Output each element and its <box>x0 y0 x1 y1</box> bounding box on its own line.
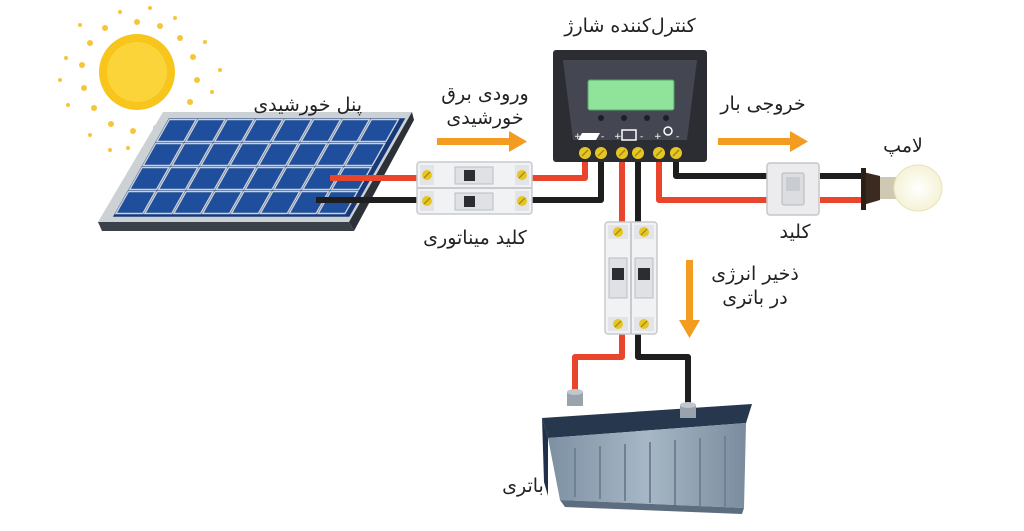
mini-breaker-solar <box>416 161 533 215</box>
wires-panel-to-breaker <box>316 175 420 203</box>
mini-breaker-battery <box>604 221 658 335</box>
switch-icon <box>766 162 820 216</box>
lamp-icon <box>861 164 943 212</box>
solar-input-label-line2: خورشیدی <box>446 107 524 129</box>
solar-input-label: ورودی برق خورشیدی <box>420 82 550 130</box>
solar-panel-icon <box>98 112 414 231</box>
battery-storage-label-line1: ذخیر انرژی <box>711 263 799 285</box>
svg-text:-: - <box>601 132 604 142</box>
charge-controller-label: کنترل‌کننده شارژ <box>564 15 696 37</box>
sun-icon <box>58 6 222 152</box>
charge-controller-icon: +- +- +- <box>553 50 707 162</box>
svg-text:-: - <box>640 132 643 142</box>
battery-storage-label: ذخیر انرژی در باتری <box>700 262 810 310</box>
mini-breaker-label: کلید میناتوری <box>423 227 527 249</box>
arrow-battery-storage <box>679 260 700 338</box>
solar-input-label-line1: ورودی برق <box>441 83 529 105</box>
lamp-label: لامپ <box>883 135 923 157</box>
svg-text:-: - <box>676 132 679 142</box>
svg-text:+: + <box>614 132 622 142</box>
wires-breaker-to-controller <box>528 155 604 203</box>
wires-breaker-to-battery <box>572 332 691 405</box>
switch-label: کلید <box>779 221 811 243</box>
battery-icon <box>542 389 752 514</box>
svg-text:+: + <box>654 132 662 142</box>
load-output-label: خروجی بار <box>720 93 806 115</box>
battery-label: باتری <box>502 475 544 497</box>
wires-controller-to-battery-breaker <box>619 155 641 225</box>
arrow-solar-input <box>437 131 527 152</box>
battery-storage-label-line2: در باتری <box>722 287 788 309</box>
arrow-load-output <box>718 131 808 152</box>
svg-text:+: + <box>574 132 582 142</box>
solar-panel-label: پنل خورشیدی <box>253 94 362 116</box>
